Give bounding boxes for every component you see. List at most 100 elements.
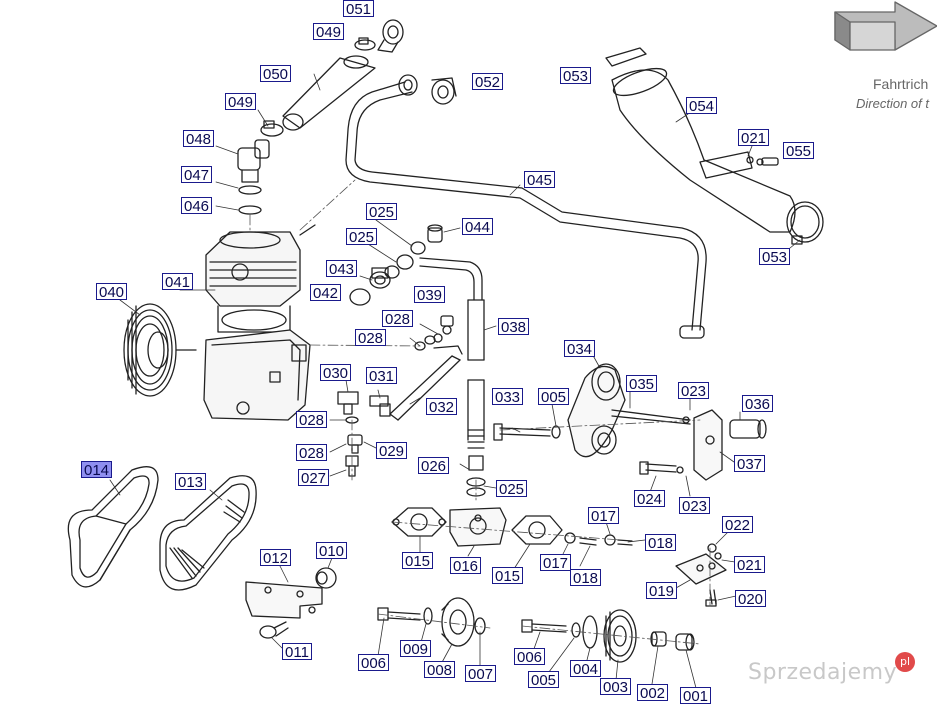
callout-023: 023	[679, 497, 711, 515]
pulley-003	[603, 609, 637, 663]
callout-010: 010	[316, 542, 348, 560]
belt-014	[67, 466, 159, 588]
direction-arrow-icon	[834, 1, 937, 51]
plate-015-left	[391, 507, 447, 537]
callout-006: 006	[358, 654, 390, 672]
watermark-badge: pl	[895, 652, 915, 672]
callout-018: 018	[645, 534, 677, 552]
callout-015: 015	[402, 552, 434, 570]
callout-035: 035	[626, 375, 658, 393]
block-037	[693, 409, 723, 481]
bracket-021-top	[699, 151, 754, 179]
callout-025: 025	[366, 203, 398, 221]
callout-028: 028	[296, 444, 328, 462]
elbow-048	[237, 139, 270, 183]
callout-051: 051	[343, 0, 375, 18]
fitting-044	[427, 224, 443, 243]
fitting-051	[377, 19, 404, 53]
fitting-039	[433, 315, 454, 343]
bracket-012	[245, 581, 323, 619]
clamp-049-top	[354, 37, 376, 51]
callout-017: 017	[540, 554, 572, 572]
callout-013: 013	[175, 473, 207, 491]
callout-019: 019	[646, 582, 678, 600]
spacer-001	[675, 633, 695, 651]
screw-055	[756, 157, 779, 166]
callout-007: 007	[465, 665, 497, 683]
clamp-053-top	[605, 47, 647, 67]
callout-055: 055	[783, 142, 815, 160]
callout-026: 026	[418, 457, 450, 475]
callout-050: 050	[260, 65, 292, 83]
callout-049: 049	[313, 23, 345, 41]
washer-005	[571, 622, 581, 638]
callout-031: 031	[366, 367, 398, 385]
fitting-029	[347, 434, 363, 454]
callout-034: 034	[564, 340, 596, 358]
nut-045	[398, 74, 418, 96]
washer-009	[423, 607, 433, 625]
clamp-053-bottom	[786, 201, 824, 245]
compressor-041	[203, 224, 316, 421]
pulley-040	[123, 303, 197, 397]
hose-050	[282, 55, 376, 131]
callout-016: 016	[450, 557, 482, 575]
watermark-logo: Sprzedajemy	[748, 660, 898, 685]
callout-024: 024	[634, 490, 666, 508]
pipe-054	[611, 69, 796, 233]
direction-label-en: Direction of t	[856, 96, 929, 111]
callout-052: 052	[472, 73, 504, 91]
callout-044: 044	[462, 218, 494, 236]
callout-038: 038	[498, 318, 530, 336]
pipe-032	[389, 355, 461, 421]
callout-003: 003	[600, 678, 632, 696]
callout-012: 012	[260, 549, 292, 567]
callout-004: 004	[570, 660, 602, 678]
callout-021: 021	[738, 129, 770, 147]
bolt-033	[499, 427, 551, 437]
callout-042: 042	[310, 284, 342, 302]
screw-011	[259, 621, 289, 639]
callout-011: 011	[282, 643, 312, 661]
callout-048: 048	[183, 130, 215, 148]
callout-009: 009	[400, 640, 432, 658]
callout-005: 005	[528, 671, 560, 689]
callout-015: 015	[492, 567, 524, 585]
callout-025: 025	[496, 480, 528, 498]
fitting-043	[369, 267, 391, 289]
callout-043: 043	[326, 260, 358, 278]
fitting-030	[337, 391, 359, 415]
bushing-010	[315, 567, 337, 589]
callout-033: 033	[492, 388, 524, 406]
callout-053: 053	[759, 248, 791, 266]
callout-032: 032	[426, 398, 458, 416]
seal-042	[349, 288, 371, 306]
callout-006: 006	[514, 648, 546, 666]
bolt-006-a	[377, 607, 421, 621]
spacer-036	[729, 419, 767, 439]
callout-053: 053	[560, 67, 592, 85]
callout-018: 018	[570, 569, 602, 587]
callout-047: 047	[181, 166, 213, 184]
flange-016	[449, 507, 507, 547]
callout-021: 021	[734, 556, 766, 574]
tensioner-034	[567, 363, 626, 458]
seal-046	[238, 205, 262, 215]
bolt-035	[611, 409, 691, 425]
callout-022: 022	[722, 516, 754, 534]
callout-017: 017	[588, 507, 620, 525]
bracket-019	[675, 553, 727, 585]
leader-lines	[109, 73, 801, 689]
seal-025-a	[384, 265, 400, 279]
callout-029: 029	[376, 442, 408, 460]
bolt-006-b	[521, 619, 567, 633]
callout-037: 037	[734, 455, 766, 473]
hose-connector	[419, 257, 483, 301]
callout-040: 040	[96, 283, 128, 301]
seal-047	[238, 185, 262, 195]
direction-label-de: Fahrtrich	[873, 76, 929, 92]
callout-039: 039	[414, 286, 446, 304]
plate-015-right	[511, 515, 563, 545]
callout-036: 036	[742, 395, 774, 413]
